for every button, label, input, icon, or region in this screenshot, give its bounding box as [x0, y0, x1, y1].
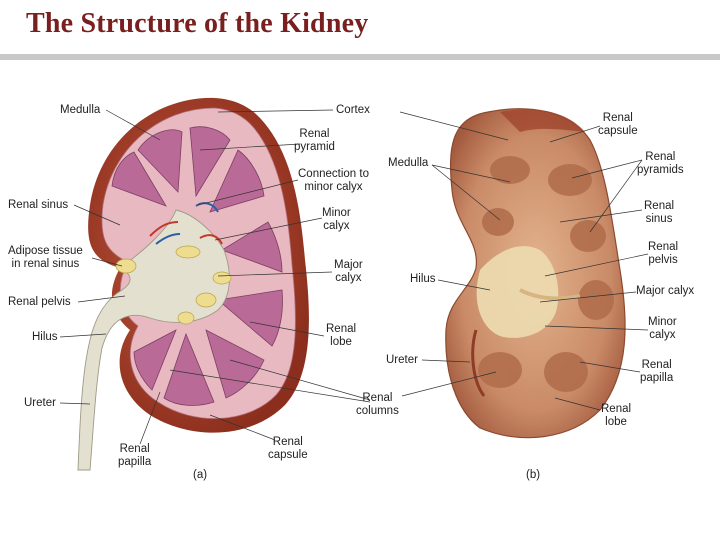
- leader-lines-a: [59, 109, 371, 445]
- renal-pelvis-shape: [77, 209, 230, 471]
- label-b-renal-capsule: Renal capsule: [598, 112, 638, 137]
- label-a-renal-pelvis: Renal pelvis: [8, 296, 71, 308]
- panel-a-tag: (a): [193, 469, 208, 481]
- label-a-connection-minor-calyx: Connection to minor calyx: [298, 168, 369, 193]
- label-a-renal-lobe: Renal lobe: [326, 323, 357, 348]
- label-b-ureter: Ureter: [386, 354, 418, 366]
- kidney-diagram-a: [77, 97, 309, 471]
- label-a-cortex: Cortex: [336, 104, 370, 116]
- label-a-minor-calyx: Minor calyx: [322, 207, 351, 232]
- label-a-renal-papilla: Renal papilla: [118, 443, 152, 468]
- label-a-ureter: Ureter: [24, 397, 56, 409]
- label-b-renal-pyramids: Renal pyramids: [637, 151, 684, 176]
- kidney-specimen-b: [445, 108, 626, 439]
- label-a-medulla: Medulla: [60, 104, 101, 116]
- label-a-hilus: Hilus: [32, 331, 58, 343]
- label-a-renal-pyramid: Renal pyramid: [294, 128, 335, 153]
- label-b-medulla: Medulla: [388, 157, 429, 169]
- title-divider: [0, 54, 720, 60]
- label-a-major-calyx: Major calyx: [334, 259, 363, 284]
- label-b-renal-pelvis: Renal pelvis: [648, 241, 679, 266]
- label-a-renal-capsule: Renal capsule: [268, 436, 308, 461]
- label-a-renal-columns: Renal columns: [356, 392, 399, 417]
- label-b-hilus: Hilus: [410, 273, 436, 285]
- label-a-adipose-tissue: Adipose tissue in renal sinus: [8, 245, 83, 270]
- leader-lines-b: [399, 111, 649, 411]
- label-b-renal-lobe: Renal lobe: [601, 403, 632, 428]
- label-b-renal-papilla: Renal papilla: [640, 359, 674, 384]
- sinus-fat-deposits: [115, 245, 232, 325]
- page-title: The Structure of the Kidney: [26, 8, 369, 39]
- specimen-sinus: [476, 246, 559, 338]
- panel-b-tag: (b): [526, 469, 541, 481]
- label-b-minor-calyx: Minor calyx: [648, 316, 677, 341]
- label-b-major-calyx: Major calyx: [636, 285, 695, 297]
- label-b-renal-sinus: Renal sinus: [644, 200, 675, 225]
- renal-pyramids-a: [111, 126, 283, 406]
- label-a-renal-sinus: Renal sinus: [8, 199, 69, 211]
